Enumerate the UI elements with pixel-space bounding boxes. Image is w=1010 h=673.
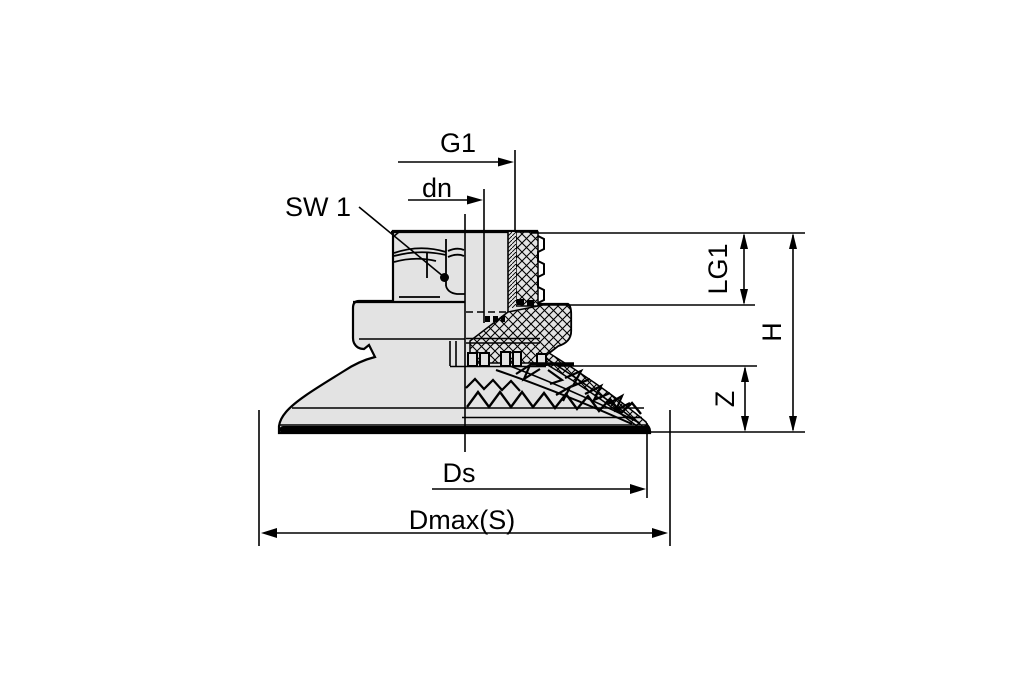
label-sw1: SW 1 (285, 192, 351, 222)
arrowhead (652, 528, 668, 538)
interior-teeth (467, 351, 547, 367)
hex-nut-detail (393, 239, 465, 298)
label-h: H (757, 322, 787, 342)
thread-fine-hatch (508, 232, 516, 308)
dimension-lg1: LG1 (703, 233, 748, 305)
label-z: Z (710, 391, 740, 408)
arrowhead (789, 233, 797, 249)
thread-hatch (515, 231, 539, 307)
interior-detail (449, 189, 547, 368)
dimension-dmax: Dmax(S) (258, 410, 671, 546)
thread-root (517, 299, 524, 305)
arrowhead (498, 157, 514, 167)
label-ds: Ds (443, 458, 476, 488)
arrowhead (740, 289, 748, 305)
dimension-h: H (757, 233, 797, 432)
arrowhead (789, 416, 797, 432)
bore-mark (501, 316, 505, 322)
label-dn: dn (422, 173, 452, 203)
thread-profile-edge (537, 235, 545, 304)
leader-dot (440, 273, 449, 282)
arrowhead (467, 195, 483, 205)
dimension-dn: dn (408, 173, 483, 205)
dimension-ds: Ds (432, 423, 648, 498)
bore-mark (493, 316, 498, 322)
arrowhead (741, 366, 749, 382)
arrowhead (630, 484, 646, 494)
dimension-g1: G1 (398, 128, 516, 231)
label-dmax: Dmax(S) (409, 505, 516, 535)
bore-mark (485, 316, 490, 322)
arrowhead (740, 233, 748, 249)
arrowhead (261, 528, 277, 538)
label-g1: G1 (440, 128, 476, 158)
dimension-z: Z (710, 366, 749, 432)
callout-sw1: SW 1 (285, 192, 449, 282)
label-lg1: LG1 (703, 243, 733, 294)
arrowhead (741, 416, 749, 432)
leader-line (358, 206, 445, 278)
thread-root (527, 300, 534, 306)
